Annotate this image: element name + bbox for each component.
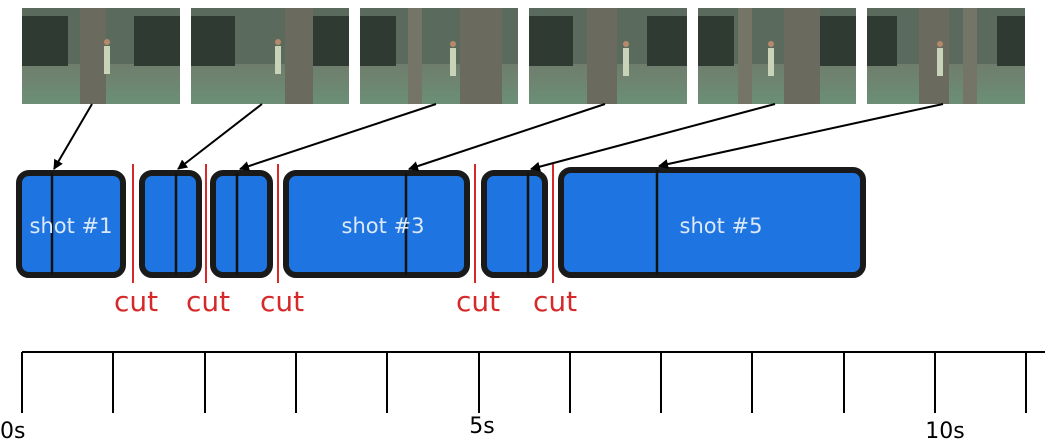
arrow [408,103,606,171]
thumbnail-frame-1 [22,8,180,104]
arrow [239,103,437,171]
cut-label: cut [533,285,577,318]
thumbnail-frame-6 [867,8,1025,104]
shot-block-1: shot #1 [16,170,126,278]
thumbnail-frame-2 [191,8,349,104]
shot-label: shot #5 [680,214,763,238]
shot-block-2 [139,170,202,278]
shot-row: shot #1 shot #3 shot #5 [16,167,866,278]
shot-block-6: shot #5 [558,167,866,278]
cut-label: cut [260,285,304,318]
arrow [658,103,944,169]
tick-label: 0s [0,419,25,443]
time-axis: 0s 5s 10s [0,351,1045,443]
tick-label: 10s [925,419,964,443]
keyframe-arrows [53,103,944,172]
cut-label: cut [186,285,230,318]
shot-label: shot #3 [342,214,425,238]
shot-label: shot #1 [30,214,113,238]
tick-label: 5s [469,414,494,439]
arrow [177,103,263,170]
shot-block-4: shot #3 [283,170,470,278]
shot-block-3 [210,170,273,278]
cut-label: cut [456,285,500,318]
cut-markers: cut cut cut cut cut [114,164,577,318]
arrow [53,103,93,170]
cut-label: cut [114,285,158,318]
shot-block-5 [481,170,548,278]
thumbnail-frame-4 [529,8,687,104]
thumbnail-strip [22,8,1025,104]
arrow [530,103,776,172]
thumbnail-frame-3 [360,8,518,104]
thumbnail-frame-5 [698,8,856,104]
